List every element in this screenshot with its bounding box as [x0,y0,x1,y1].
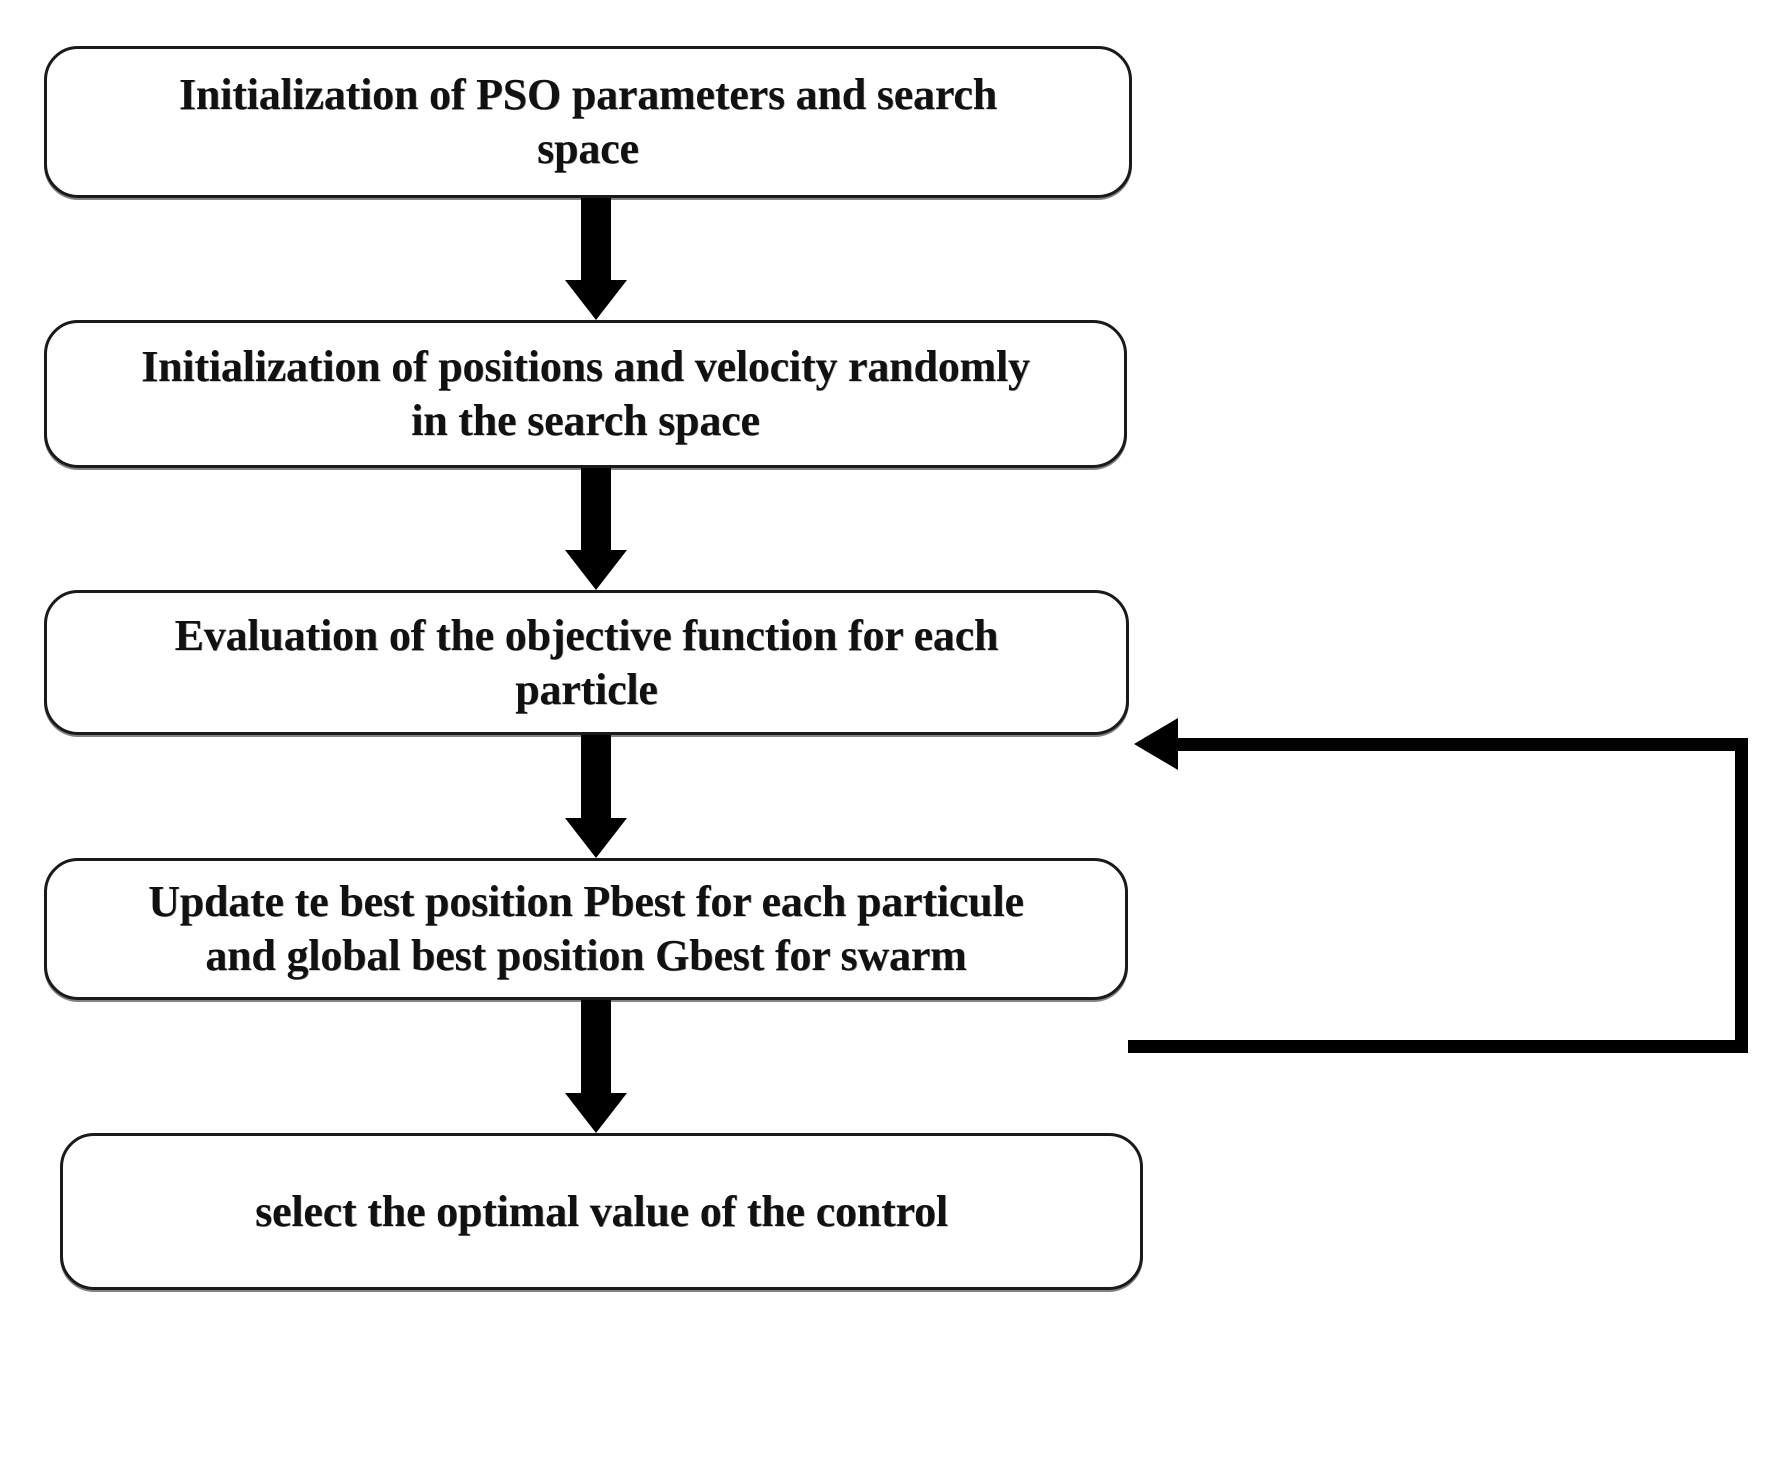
connector-arrow-update-best-to-select-optimal [565,1000,627,1133]
flow-node-line: space [537,124,639,173]
flow-node-line: and global best position Gbest for swarm [205,931,967,980]
flow-node-init-positions[interactable]: Initialization of positions and velocity… [44,320,1127,468]
connector-arrow-init-positions-to-evaluate-objective [565,468,627,590]
connector-arrow-init-params-to-init-positions [565,198,627,320]
flow-node-select-optimal[interactable]: select the optimal value of the control [60,1133,1143,1290]
flow-node-init-params[interactable]: Initialization of PSO parameters and sea… [44,46,1132,198]
arrow-head-down-icon [565,280,627,320]
flow-node-line: Initialization of PSO parameters and sea… [179,70,997,120]
flow-node-label: select the optimal value of the control [229,1185,974,1239]
arrow-shaft [581,198,611,284]
feedback-loop-top-segment [1178,738,1748,751]
flow-node-line: particle [515,664,658,714]
feedback-loop-right-segment [1735,738,1748,1053]
flow-node-label: Initialization of PSO parameters and sea… [153,68,1023,175]
arrow-shaft [581,468,611,554]
arrow-head-down-icon [565,1093,627,1133]
feedback-loop-bottom-segment [1128,1040,1748,1053]
arrow-shaft [581,1000,611,1095]
flow-node-label: Evaluation of the objective function for… [149,609,1025,716]
flow-node-line: Initialization of positions and velocity… [141,342,1030,392]
flow-node-line: Evaluation of the objective function for… [174,610,999,660]
arrow-head-down-icon [565,550,627,590]
flow-node-line: select the optimal value of the control [255,1186,948,1236]
flow-node-label: Initialization of positions and velocity… [115,340,1056,447]
flow-node-label: Update te best position Pbest for each p… [122,875,1050,982]
feedback-loop-arrow-head-left-icon [1134,718,1178,770]
flow-node-update-best[interactable]: Update te best position Pbest for each p… [44,858,1128,1000]
flow-node-evaluate-objective[interactable]: Evaluation of the objective function for… [44,590,1129,735]
arrow-shaft [581,735,611,822]
connector-arrow-evaluate-objective-to-update-best [565,735,627,858]
flow-node-line: Update te best position Pbest for each p… [148,877,1024,927]
flow-node-line: in the search space [411,396,760,445]
arrow-head-down-icon [565,818,627,858]
